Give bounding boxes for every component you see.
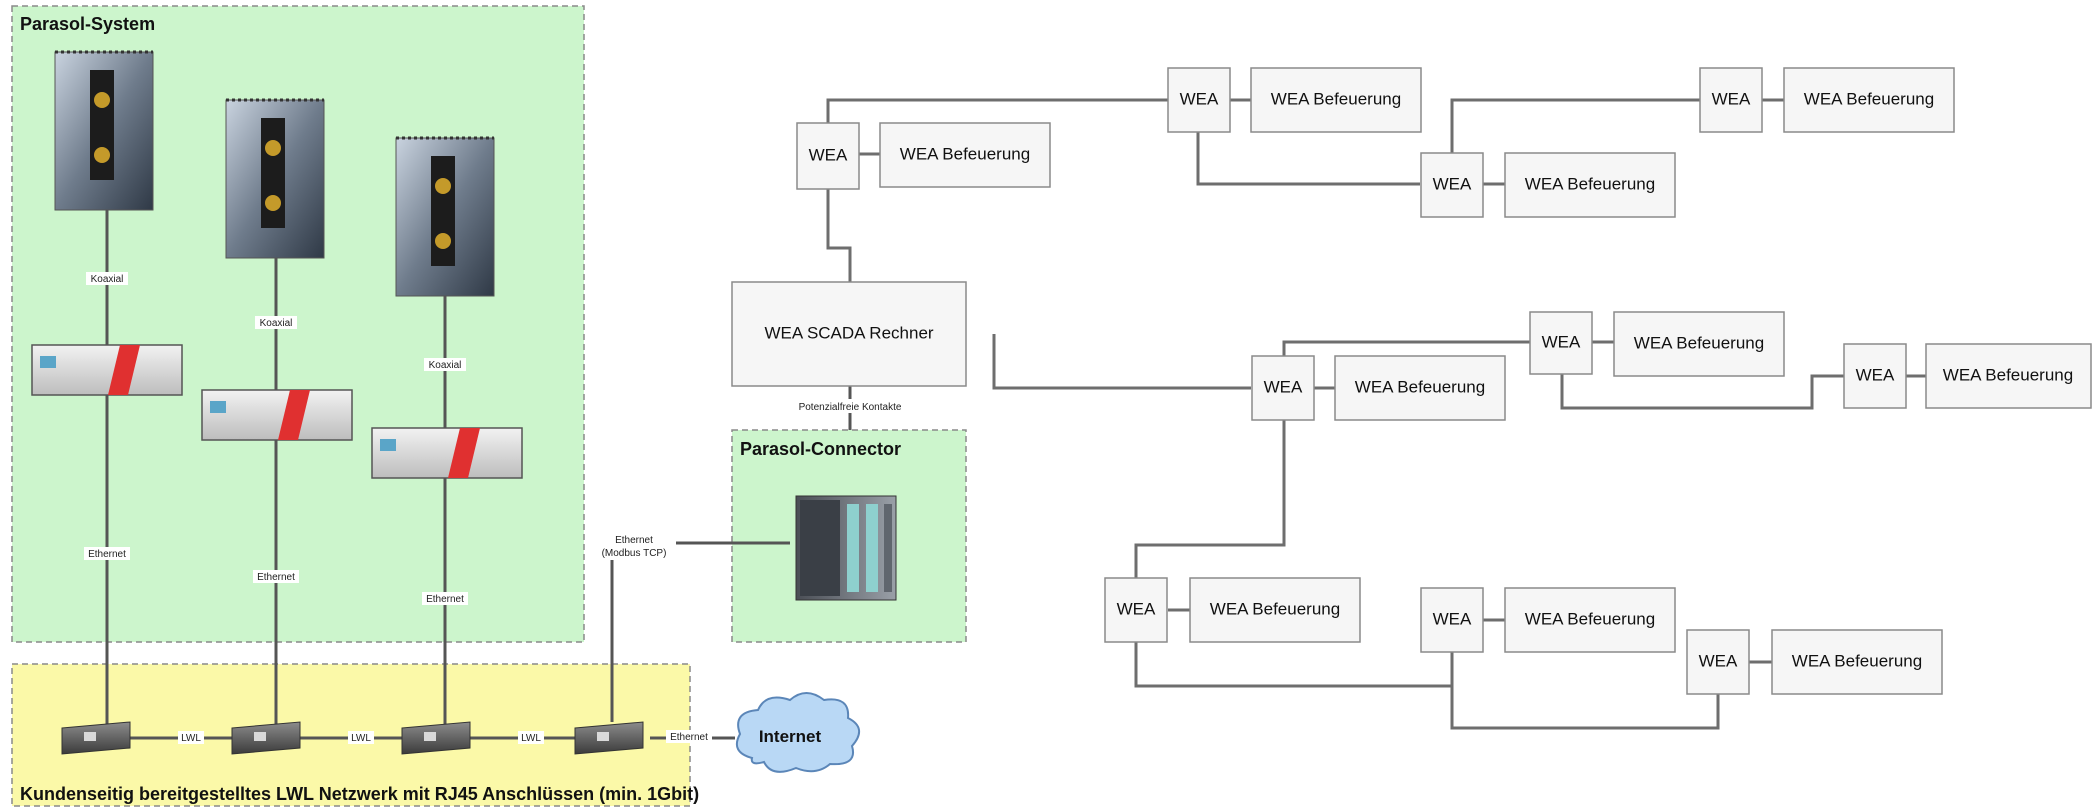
- ethernet-modbus-line1: Ethernet: [615, 535, 653, 546]
- wea-unit-9: WEA WEA Befeuerung: [1420, 587, 1676, 653]
- wea-unit-1: WEA WEA Befeuerung: [796, 122, 1051, 190]
- media-converter-1: [61, 721, 131, 755]
- plc-device: [795, 495, 897, 601]
- wea-unit-3: WEA WEA Befeuerung: [1420, 152, 1676, 218]
- wea-lighting-box: [1250, 67, 1422, 133]
- scada-label: WEA SCADA Rechner: [764, 323, 933, 342]
- network-title: Kundenseitig bereitgestelltes LWL Netzwe…: [20, 784, 699, 804]
- wea-label: WEA: [1117, 599, 1156, 618]
- wea-lighting-box: [1613, 311, 1785, 377]
- scada-wiring: [826, 98, 1926, 730]
- wea-box: [1167, 67, 1231, 133]
- wea-box: [1420, 587, 1484, 653]
- wea-unit-6: WEA WEA Befeuerung: [1529, 311, 1785, 377]
- rack-device-2: [201, 389, 353, 441]
- lwl-label-1: LWL: [178, 731, 204, 744]
- wea-unit-8: WEA WEA Befeuerung: [1104, 577, 1361, 643]
- radar-unit-1: [54, 50, 154, 211]
- wea-lighting-label: WEA Befeuerung: [1792, 651, 1922, 670]
- wea-box: [1420, 152, 1484, 218]
- coax-label-text: Koaxial: [260, 318, 293, 329]
- wea-label: WEA: [1699, 651, 1738, 670]
- cloud-icon: [736, 692, 860, 773]
- lwl-label-2: LWL: [348, 731, 374, 744]
- coax-label-3: Koaxial: [424, 358, 466, 371]
- wea-label: WEA: [1433, 174, 1472, 193]
- potential-free-text: Potenzialfreie Kontakte: [799, 402, 902, 413]
- wea-unit-2: WEA WEA Befeuerung: [1167, 67, 1422, 133]
- wea-label: WEA: [1180, 89, 1219, 108]
- wea-box: [1529, 311, 1593, 375]
- wea-lighting-label: WEA Befeuerung: [1804, 89, 1934, 108]
- wea-lighting-label: WEA Befeuerung: [1634, 333, 1764, 352]
- wea-box: [1843, 343, 1907, 409]
- radar-unit-3: [395, 136, 495, 297]
- ethernet-modbus-line2: (Modbus TCP): [602, 548, 667, 559]
- wea-lighting-label: WEA Befeuerung: [1271, 89, 1401, 108]
- rack-device-3: [371, 427, 523, 479]
- lwl-label-text: LWL: [351, 733, 371, 744]
- wea-box: [796, 122, 860, 190]
- wea-lighting-label: WEA Befeuerung: [1525, 174, 1655, 193]
- wea-unit-5: WEA WEA Befeuerung: [1251, 355, 1506, 421]
- wea-lighting-box: [1504, 152, 1676, 218]
- wea-lighting-box: [1771, 629, 1943, 695]
- coax-label-text: Koaxial: [91, 274, 124, 285]
- wea-label: WEA: [1264, 377, 1303, 396]
- wea-label: WEA: [1542, 332, 1581, 351]
- wea-lighting-label: WEA Befeuerung: [1210, 599, 1340, 618]
- wea-label: WEA: [1433, 609, 1472, 628]
- ethernet-internet-label: Ethernet: [666, 730, 712, 743]
- wea-lighting-box: [1189, 577, 1361, 643]
- ethernet-modbus-label: Ethernet (Modbus TCP): [592, 532, 676, 560]
- wea-box: [1104, 577, 1168, 643]
- coax-label-1: Koaxial: [86, 272, 128, 285]
- wea-lighting-label: WEA Befeuerung: [1943, 365, 2073, 384]
- scada-computer: WEA SCADA Rechner: [731, 281, 967, 387]
- wea-label: WEA: [1712, 89, 1751, 108]
- wea-unit-7: WEA WEA Befeuerung: [1843, 343, 2092, 409]
- ethernet-label-2: Ethernet: [253, 570, 299, 583]
- ethernet-internet-text: Ethernet: [670, 732, 708, 743]
- media-converter-2: [231, 721, 301, 755]
- wea-lighting-label: WEA Befeuerung: [900, 144, 1030, 163]
- ethernet-label-text: Ethernet: [88, 549, 126, 560]
- wea-unit-4: WEA WEA Befeuerung: [1699, 67, 1955, 133]
- lwl-label-3: LWL: [518, 731, 544, 744]
- wea-lighting-box: [1783, 67, 1955, 133]
- wea-label: WEA: [809, 145, 848, 164]
- wea-lighting-label: WEA Befeuerung: [1355, 377, 1485, 396]
- wea-lighting-label: WEA Befeuerung: [1525, 609, 1655, 628]
- wea-box: [1686, 629, 1750, 695]
- ethernet-label-text: Ethernet: [426, 594, 464, 605]
- wea-box: [1251, 355, 1315, 421]
- wea-lighting-box: [1334, 355, 1506, 421]
- ethernet-label-3: Ethernet: [422, 592, 468, 605]
- media-converter-3: [401, 721, 471, 755]
- lwl-label-text: LWL: [521, 733, 541, 744]
- coax-label-2: Koaxial: [255, 316, 297, 329]
- potential-free-label: Potenzialfreie Kontakte: [780, 399, 920, 413]
- radar-unit-2: [225, 98, 325, 259]
- rack-device-1: [31, 344, 183, 396]
- internet-label: Internet: [759, 727, 822, 746]
- wea-lighting-box: [1504, 587, 1676, 653]
- parasol-connector-title: Parasol-Connector: [740, 439, 901, 459]
- ethernet-label-1: Ethernet: [84, 547, 130, 560]
- wea-lighting-box: [879, 122, 1051, 188]
- internet-cloud: Internet: [736, 692, 860, 773]
- wea-unit-10: WEA WEA Befeuerung: [1686, 629, 1943, 695]
- parasol-system-title: Parasol-System: [20, 14, 155, 34]
- wea-box: [1699, 67, 1763, 133]
- media-converter-4: [574, 721, 644, 755]
- lwl-label-text: LWL: [181, 733, 201, 744]
- ethernet-label-text: Ethernet: [257, 572, 295, 583]
- coax-label-text: Koaxial: [429, 360, 462, 371]
- wea-lighting-box: [1925, 343, 2092, 409]
- wea-label: WEA: [1856, 365, 1895, 384]
